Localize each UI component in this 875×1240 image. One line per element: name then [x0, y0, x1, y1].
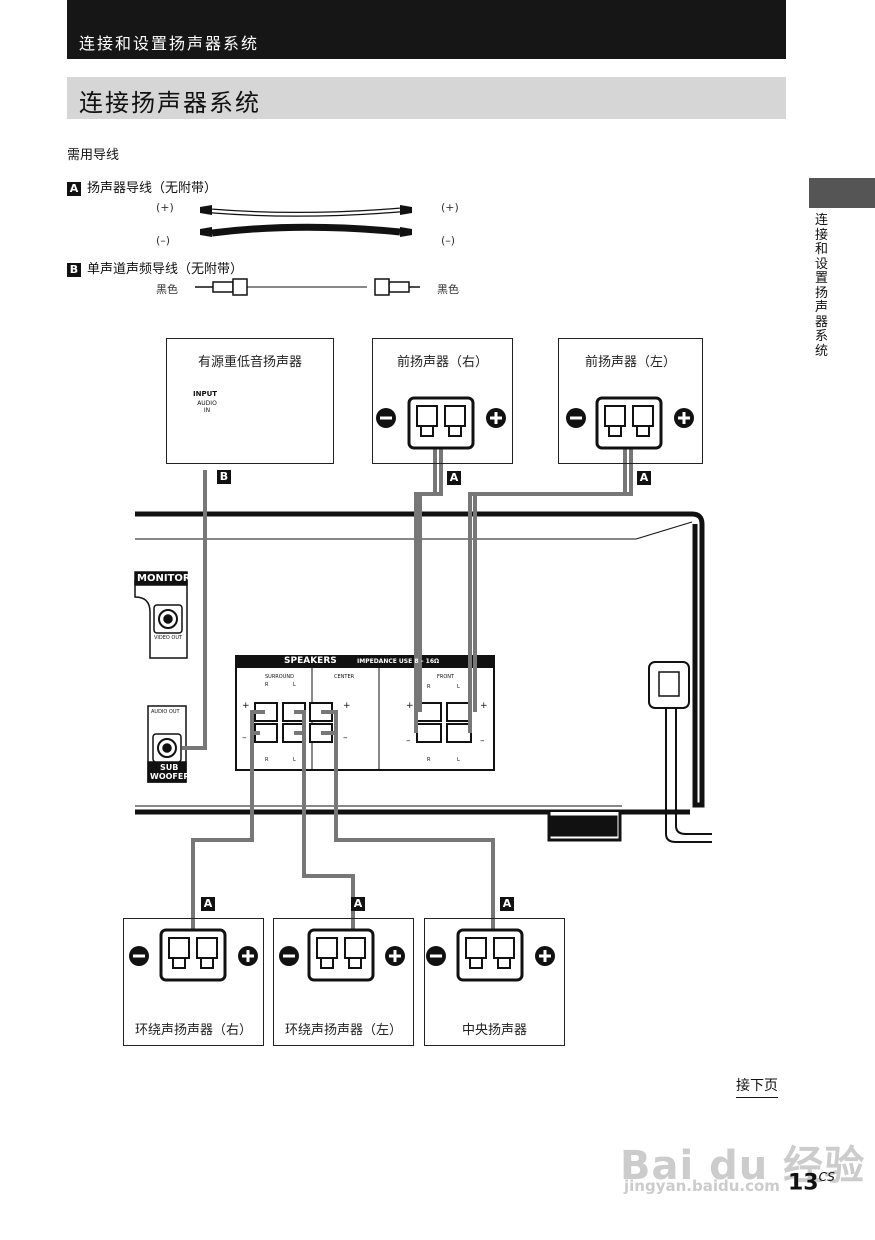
surround-minus: – [242, 733, 247, 743]
page-number-suffix: CS [818, 1170, 835, 1184]
subwoofer-input-title: INPUT [193, 390, 218, 398]
surround-label: SURROUND [265, 674, 294, 680]
next-page-link[interactable]: 接下页 [736, 1075, 778, 1098]
page-number: 13CS [788, 1170, 835, 1195]
cable-a-plus-left: (+) [156, 201, 174, 214]
impedance-label: IMPEDANCE USE 8 – 16Ω [357, 658, 440, 665]
center-box: 中央扬声器 [424, 918, 565, 1046]
front-left-label: 前扬声器（左） [584, 355, 676, 370]
wire-badge-a-surround-left: A [351, 897, 365, 911]
surround-l-top: L [293, 682, 296, 688]
cable-a-label: 扬声器导线（无附带） [87, 181, 218, 196]
front-l-bottom: L [457, 757, 460, 763]
center-terminal-label: CENTER [334, 674, 355, 680]
monitor-panel [134, 571, 188, 659]
wire-badge-a-front-right: A [447, 471, 461, 485]
surround-l-bottom: L [293, 757, 296, 763]
cable-a-plus-right: (+) [441, 201, 459, 214]
video-out-label: VIDEO OUT [154, 635, 183, 641]
front-r-top: R [427, 684, 431, 690]
wire-badge-b: B [217, 470, 231, 484]
front-minus-left: – [406, 736, 411, 746]
cable-b-title: B 单声道声频导线（无附带） [67, 258, 243, 277]
wire-badge-a-center: A [500, 897, 514, 911]
front-l-top: L [457, 684, 460, 690]
cable-b-badge: B [67, 262, 81, 277]
section-header-bar: 连接和设置扬声器系统 [67, 0, 786, 59]
cable-b-color-right: 黑色 [437, 283, 459, 296]
speaker-terminal-block [235, 655, 495, 771]
surround-r-top: R [265, 682, 269, 688]
speakers-title: SPEAKERS [284, 656, 337, 666]
front-plus-right: + [480, 701, 488, 711]
front-right-label: 前扬声器（右） [396, 355, 488, 370]
subwoofer-out-panel [147, 705, 187, 783]
surround-right-label: 环绕声扬声器（右） [134, 1023, 252, 1038]
section-title: 连接和设置扬声器系统 [79, 34, 260, 53]
surround-right-box: 环绕声扬声器（右） [123, 918, 264, 1046]
wire-badge-a-surround-right: A [201, 897, 215, 911]
surround-left-label: 环绕声扬声器（左） [284, 1023, 402, 1038]
surround-left-box: 环绕声扬声器（左） [273, 918, 414, 1046]
cable-a-minus-left: (–) [156, 234, 171, 247]
center-minus: – [343, 733, 348, 743]
monitor-label: MONITOR [137, 573, 191, 584]
page-title: 连接扬声器系统 [79, 89, 261, 117]
front-right-box: 前扬声器（右） [372, 338, 513, 464]
front-minus-right: – [480, 736, 485, 746]
front-plus-left: + [406, 701, 414, 711]
cable-a-minus-right: (–) [441, 234, 456, 247]
page-number-value: 13 [788, 1170, 819, 1196]
audio-out-label: AUDIO OUT [151, 709, 180, 715]
center-plus: + [343, 701, 351, 711]
side-tab-label: 连接和设置扬声器系统 [815, 213, 829, 359]
surround-plus: + [242, 701, 250, 711]
front-terminal-label: FRONT [437, 674, 455, 680]
cable-b-label: 单声道声频导线（无附带） [87, 262, 244, 277]
required-wires-heading: 需用导线 [67, 148, 120, 163]
wires [182, 442, 633, 930]
cable-a-title: A 扬声器导线（无附带） [67, 177, 217, 196]
receiver-outline [135, 511, 712, 843]
subwoofer-box: 有源重低音扬声器 [166, 338, 334, 464]
watermark-url: jingyan.baidu.com [624, 1177, 780, 1195]
cable-b-color-left: 黑色 [156, 283, 178, 296]
subwoofer-label: 有源重低音扬声器 [197, 355, 302, 370]
cable-b-illustration [195, 278, 420, 296]
front-left-box: 前扬声器（左） [558, 338, 703, 464]
cable-a-illustration [200, 205, 412, 237]
wire-badge-a-front-left: A [637, 471, 651, 485]
surround-r-bottom: R [265, 757, 269, 763]
woofer-label: WOOFER [150, 772, 190, 781]
cable-a-badge: A [67, 181, 81, 196]
center-label: 中央扬声器 [461, 1023, 527, 1038]
subwoofer-input-sub: AUDIO IN [197, 400, 217, 414]
sub-label: SUB [160, 763, 179, 772]
watermark-brand: Bai du 经验 [620, 1143, 866, 1189]
page-title-bar: 连接扬声器系统 [67, 77, 786, 119]
front-r-bottom: R [427, 757, 431, 763]
side-tab-marker [809, 178, 875, 208]
